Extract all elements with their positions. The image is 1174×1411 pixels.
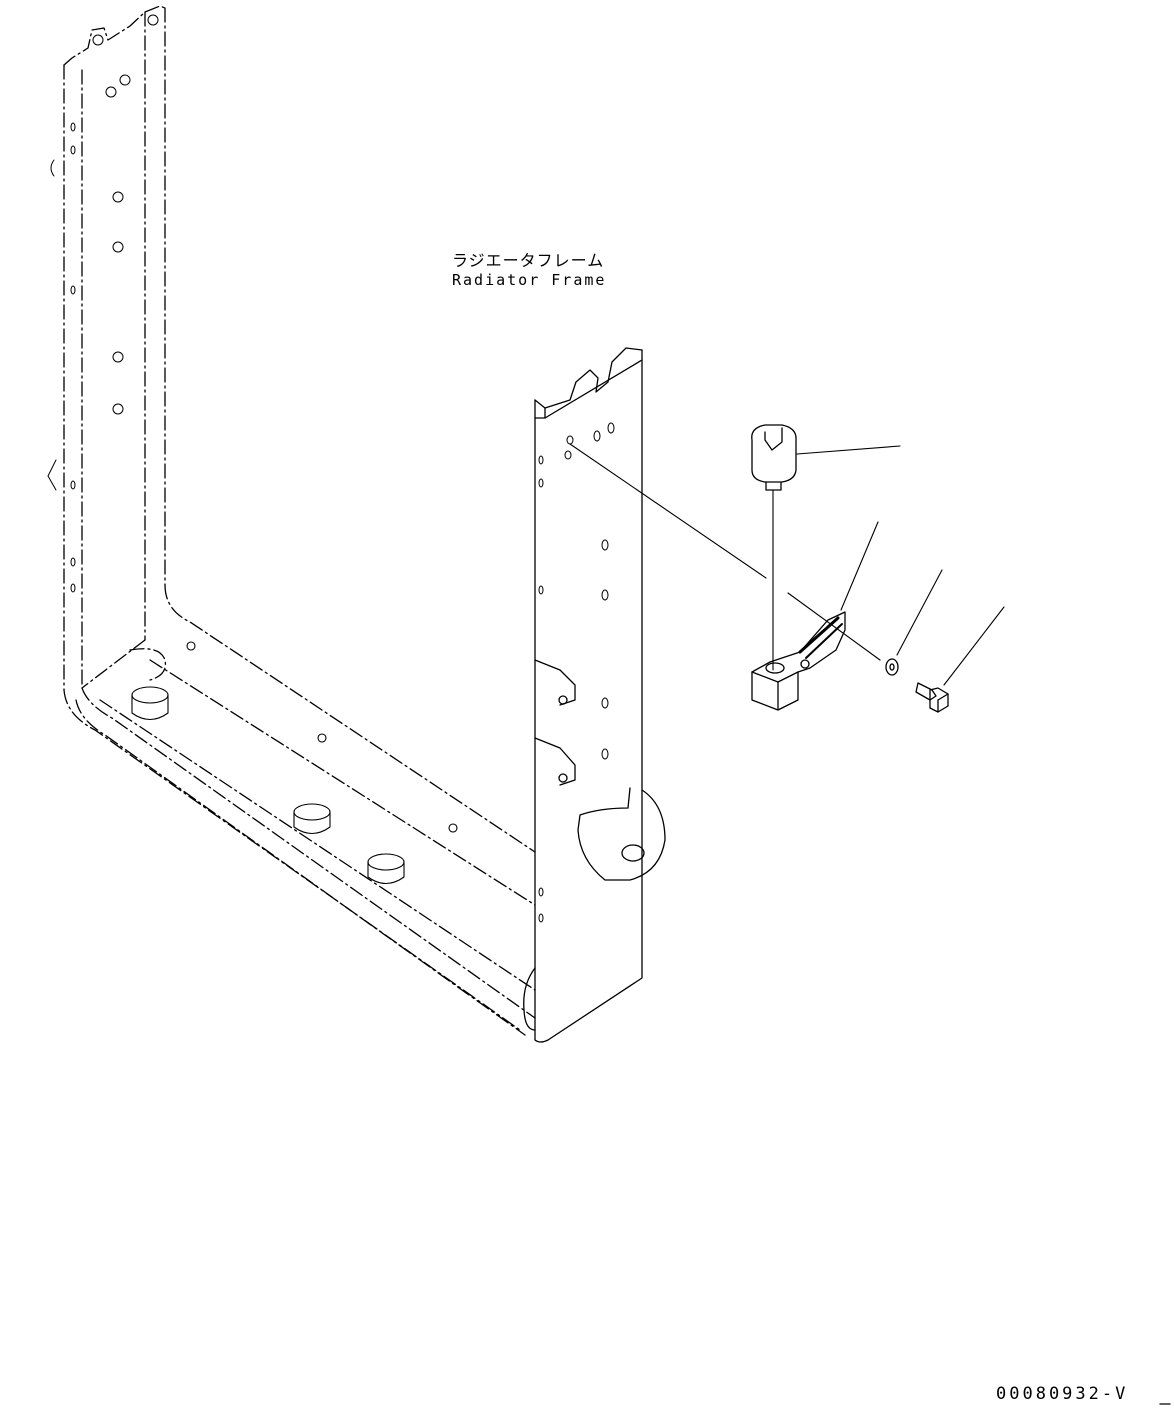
washer-part — [885, 658, 899, 676]
radiator-frame-phantom — [63, 5, 536, 1036]
bolt-part — [915, 682, 949, 713]
bracket-part — [751, 611, 846, 711]
assembly-lines — [569, 443, 1005, 686]
drawing-number: 00080932-V — [996, 1384, 1129, 1404]
radiator-frame-label-en: Radiator Frame — [452, 271, 607, 289]
sensor-knob-part — [751, 424, 797, 491]
radiator-frame-label-ja: ラジエータフレーム — [452, 251, 605, 270]
left-upright-holes — [47, 14, 159, 593]
right-upright — [523, 347, 666, 1043]
bottom-channel-cups — [131, 641, 458, 885]
